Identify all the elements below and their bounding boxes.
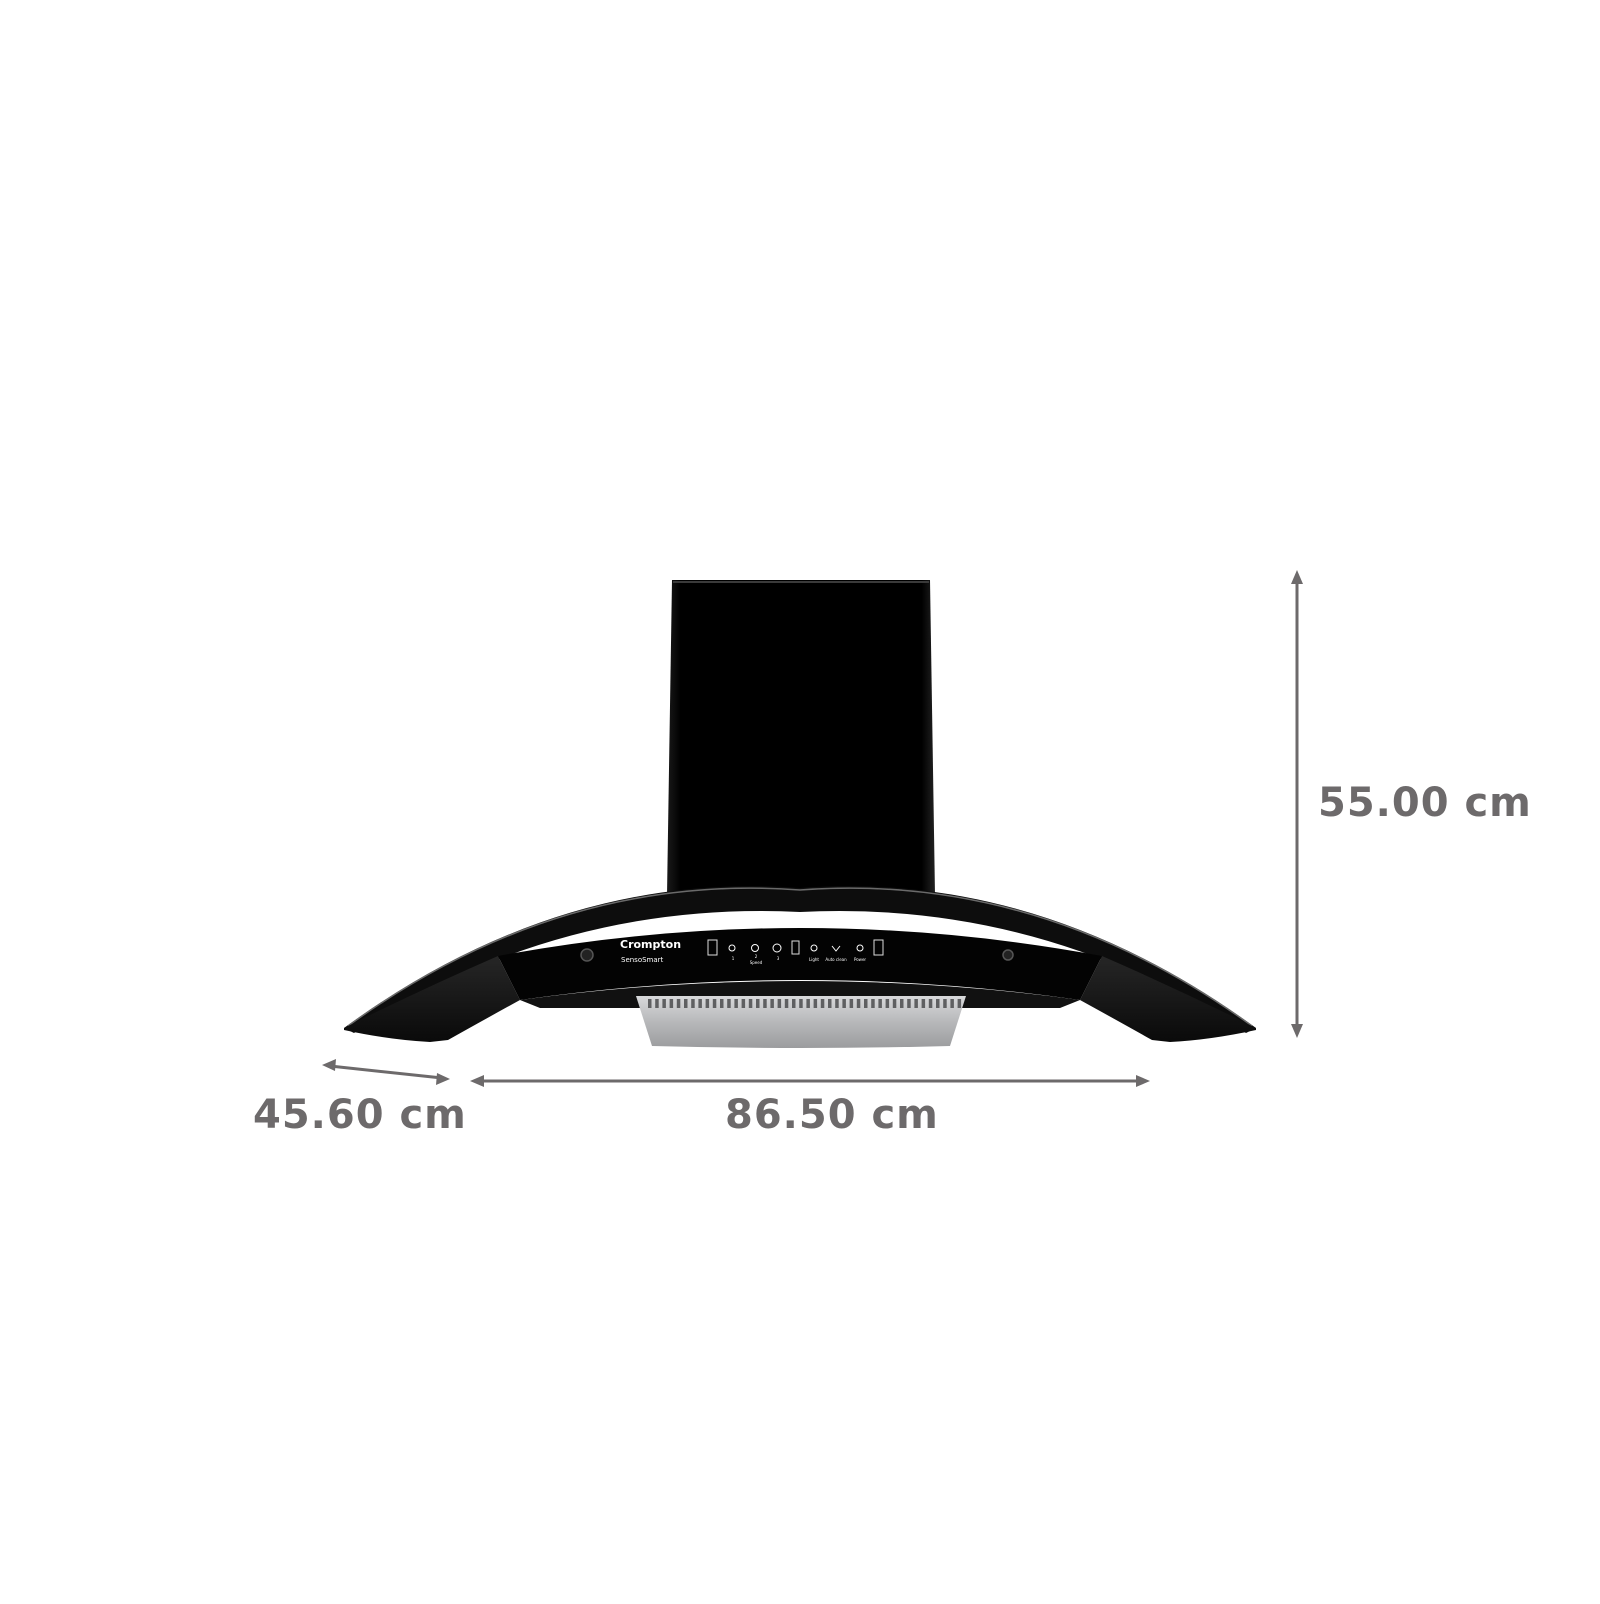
- height-arrow: [1291, 570, 1303, 1038]
- display-left-icon: [707, 939, 718, 956]
- filter-slot: [712, 999, 717, 1008]
- filter-slot: [892, 999, 897, 1008]
- model-label: SensoSmart: [621, 956, 664, 964]
- speed-step-3: 3: [777, 956, 780, 961]
- filter-slot: [936, 999, 940, 1008]
- filter-slot: [648, 999, 652, 1008]
- filter-slot: [676, 999, 681, 1008]
- filter-slot: [835, 999, 839, 1008]
- filter-slot: [921, 999, 926, 1008]
- filter-slot: [950, 999, 954, 1008]
- filter-slot: [705, 999, 710, 1008]
- fan-speed-2-icon: [751, 944, 759, 952]
- chimney-duct: [667, 580, 935, 895]
- right-indicator-icon: [1002, 949, 1014, 961]
- filter-slot: [792, 999, 796, 1008]
- fan-speed-3-icon: [772, 943, 782, 953]
- speed-label: Speed: [750, 960, 763, 965]
- filter-slot: [849, 999, 854, 1008]
- speed-step-1: 1: [732, 956, 735, 961]
- filter-slot: [806, 999, 810, 1008]
- light-icon: [810, 944, 818, 952]
- filter-slot: [763, 999, 767, 1008]
- left-indicator-icon: [580, 948, 594, 962]
- filter-slot: [943, 999, 947, 1008]
- filter-slot: [684, 999, 688, 1008]
- filter-slot: [662, 999, 666, 1008]
- filter-slot: [669, 999, 674, 1008]
- filter-panel: [636, 996, 966, 1048]
- filter-slot: [813, 999, 818, 1008]
- filter-slot: [698, 999, 702, 1008]
- filter-slot: [907, 999, 911, 1008]
- height-dimension-label: 55.00 cm: [1318, 780, 1532, 826]
- filter-slot: [741, 999, 746, 1008]
- filter-slot: [885, 999, 890, 1008]
- width-arrow: [470, 1075, 1150, 1087]
- depth-arrow: [322, 1059, 450, 1085]
- width-dimension-label: 86.50 cm: [725, 1092, 939, 1138]
- light-label: Light: [809, 957, 819, 962]
- filter-slot: [770, 999, 774, 1008]
- filter-slot: [864, 999, 868, 1008]
- filter-slot: [777, 999, 782, 1008]
- segment-display-icon: [791, 940, 800, 955]
- filter-slot: [878, 999, 882, 1008]
- filter-slot: [655, 999, 659, 1008]
- glass-canopy: [344, 886, 1256, 1042]
- filter-slot: [842, 999, 846, 1008]
- depth-dimension-label: 45.60 cm: [253, 1092, 467, 1138]
- filter-slots: [648, 999, 962, 1008]
- filter-slot: [799, 999, 803, 1008]
- filter-slot: [691, 999, 695, 1008]
- display-right-icon: [873, 939, 884, 956]
- power-icon: [856, 944, 864, 952]
- speed-step-2: 2: [755, 954, 758, 959]
- filter-slot: [871, 999, 875, 1008]
- control-icons: [707, 939, 884, 956]
- auto-clean-icon: [831, 945, 841, 952]
- filter-slot: [784, 999, 789, 1008]
- auto-clean-label: Auto clean: [825, 957, 847, 962]
- filter-slot: [928, 999, 933, 1008]
- filter-slot: [820, 999, 825, 1008]
- filter-slot: [828, 999, 832, 1008]
- filter-slot: [727, 999, 731, 1008]
- filter-slot: [748, 999, 753, 1008]
- filter-slot: [720, 999, 724, 1008]
- filter-slot: [957, 999, 962, 1008]
- brand-label: Crompton: [620, 938, 681, 951]
- filter-slot: [856, 999, 861, 1008]
- fan-speed-1-icon: [728, 944, 736, 952]
- filter-slot: [914, 999, 918, 1008]
- filter-slot: [734, 999, 738, 1008]
- filter-slot: [900, 999, 904, 1008]
- power-label: Power: [854, 957, 866, 962]
- filter-slot: [756, 999, 760, 1008]
